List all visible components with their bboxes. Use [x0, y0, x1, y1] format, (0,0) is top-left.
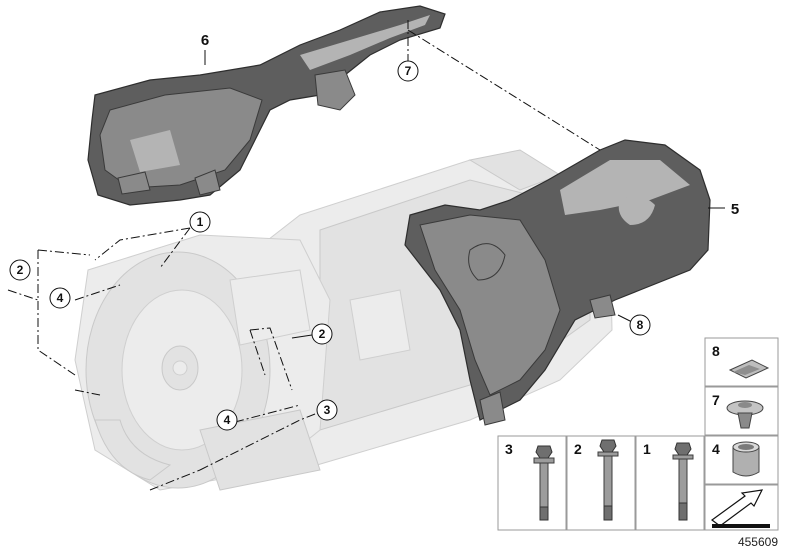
callout-4-left-circle: [49, 287, 71, 309]
legend-cell-8: [704, 337, 779, 387]
callout-7-top: 7: [405, 64, 412, 78]
callout-2-left: 2: [17, 263, 24, 277]
callout-1-circle: [189, 211, 211, 233]
legend-label-2: 2: [574, 441, 582, 457]
legend-cell-3: [497, 435, 567, 531]
callouts: 1 2 4 2 4 3 6 7 5 8: [9, 32, 739, 431]
callout-3-mid-circle: [316, 399, 338, 421]
callout-2-mid-circle: [311, 323, 333, 345]
heat-shield-6: [87, 5, 446, 206]
callout-2-left-circle: [9, 259, 31, 281]
callout-8-circle: [629, 314, 651, 336]
legend-label-8: 8: [712, 343, 720, 359]
legend-cell-1: [635, 435, 705, 531]
callout-1: 1: [197, 215, 204, 229]
callout-4-mid-circle: [216, 409, 238, 431]
callout-3-mid: 3: [324, 403, 331, 417]
legend-label-7: 7: [712, 392, 720, 408]
arrow-symbol-icon: [710, 489, 764, 527]
bolt-3-icon: [533, 445, 555, 521]
callout-8: 8: [637, 318, 644, 332]
legend-label-1: 1: [643, 441, 651, 457]
expanding-rivet-icon: [726, 400, 764, 429]
callout-4-mid: 4: [224, 413, 231, 427]
assembly-lines: [7, 20, 601, 491]
sleeve-icon: [732, 441, 760, 477]
legend-column: 8 7 4 3 2: [497, 337, 779, 531]
callout-5: 5: [731, 201, 739, 218]
legend-label-4: 4: [712, 441, 720, 457]
callout-2-mid: 2: [319, 327, 326, 341]
callout-6: 6: [201, 32, 209, 49]
callout-4-left: 4: [57, 291, 64, 305]
legend-label-3: 3: [505, 441, 513, 457]
bolt-2-icon: [597, 439, 619, 521]
heat-shield-5: [404, 139, 711, 426]
callout-7-circle: [397, 60, 419, 82]
bolt-1-icon: [672, 442, 694, 521]
diagram-reference-number: 455609: [738, 535, 778, 549]
